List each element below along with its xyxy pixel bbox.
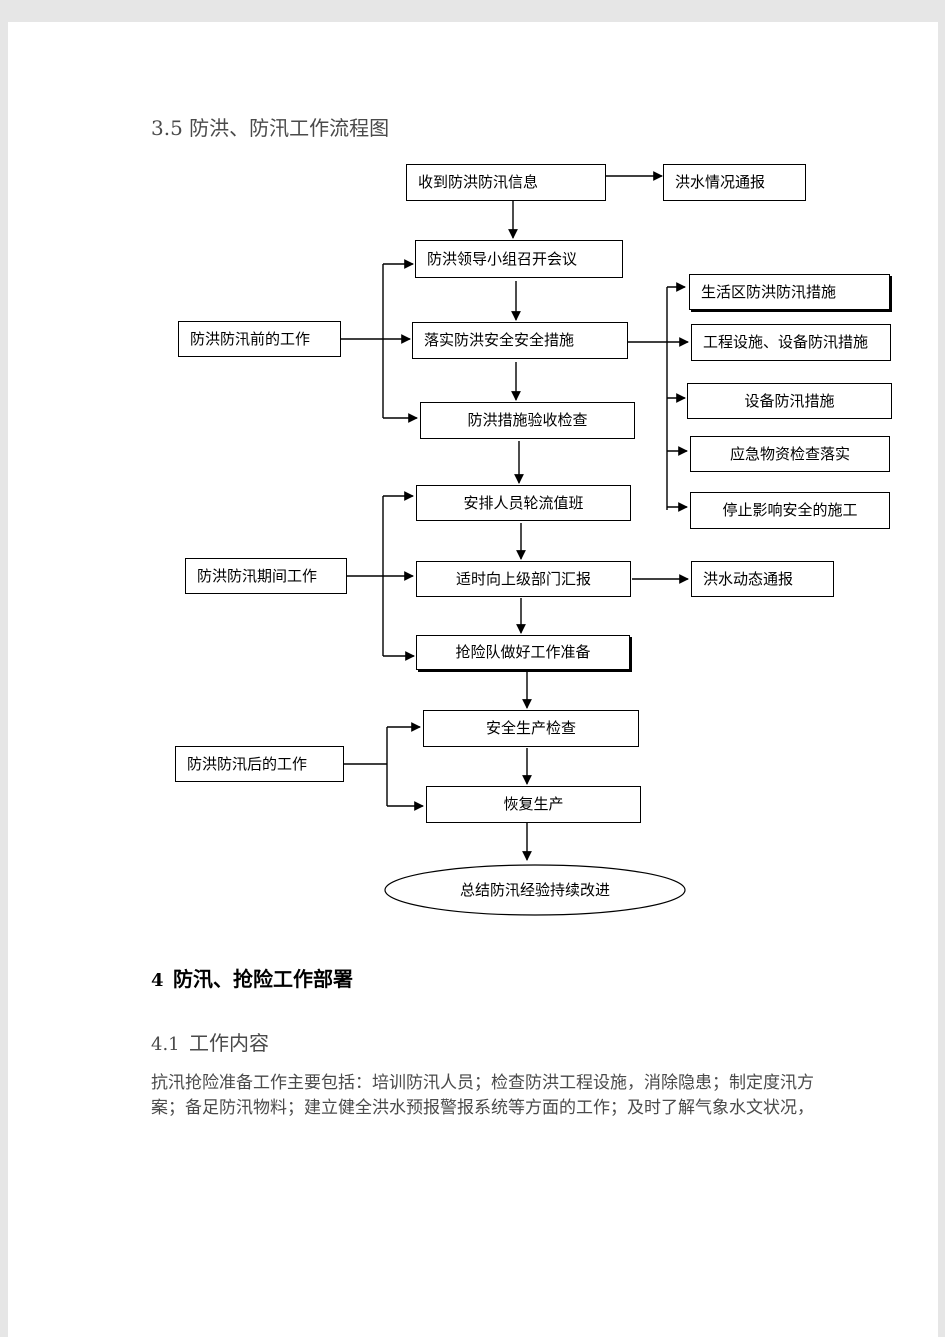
- flow-box-engineering-measures: 工程设施、设备防汛措施: [691, 324, 891, 361]
- summary-ellipse: [384, 864, 686, 916]
- flow-box-leader-meeting: 防洪领导小组召开会议: [415, 240, 623, 278]
- section-4-number: 4: [151, 970, 164, 991]
- flow-summary-label: 总结防汛经验持续改进: [459, 880, 610, 899]
- flow-box-pre-work: 防洪防汛前的工作: [178, 321, 341, 357]
- flow-box-shift-duty: 安排人员轮流值班: [416, 485, 631, 521]
- flow-box-safety-check: 安全生产检查: [423, 710, 639, 747]
- section-4-title: 防汛、抢险工作部署: [173, 967, 353, 991]
- flow-box-rescue-prep: 抢险队做好工作准备: [416, 635, 630, 670]
- section-4-1-number: 4.1: [151, 1034, 180, 1055]
- flow-box-report-superior: 适时向上级部门汇报: [416, 561, 631, 597]
- flow-box-stop-construction: 停止影响安全的施工: [690, 492, 890, 529]
- flow-box-emergency-supplies: 应急物资检查落实: [690, 436, 890, 472]
- flow-box-living-area-measures: 生活区防洪防汛措施: [689, 274, 890, 310]
- flow-box-flood-dynamic-report: 洪水动态通报: [691, 561, 834, 597]
- section-4-1-title: 工作内容: [189, 1031, 269, 1055]
- flow-box-equipment-measures: 设备防汛措施: [687, 383, 892, 419]
- flow-box-implement-measures: 落实防洪安全安全措施: [412, 322, 628, 359]
- flow-box-acceptance-check: 防洪措施验收检查: [420, 402, 635, 439]
- flow-box-flood-situation-report: 洪水情况通报: [663, 164, 806, 201]
- flow-box-during-work: 防洪防汛期间工作: [185, 558, 347, 594]
- section-4-1-heading: 4.1 工作内容: [151, 1027, 269, 1056]
- flow-box-receive-info: 收到防洪防汛信息: [406, 164, 606, 201]
- work-content-paragraph: 抗汛抢险准备工作主要包括：培训防汛人员；检查防洪工程设施，消除隐患；制定度汛方案…: [151, 1073, 814, 1118]
- flow-box-post-work: 防洪防汛后的工作: [175, 746, 344, 782]
- section-3-5-heading: 3.5 防洪、防汛工作流程图: [151, 116, 390, 140]
- section-4-heading: 4 防汛、抢险工作部署: [151, 963, 353, 992]
- flow-box-resume-production: 恢复生产: [426, 786, 641, 823]
